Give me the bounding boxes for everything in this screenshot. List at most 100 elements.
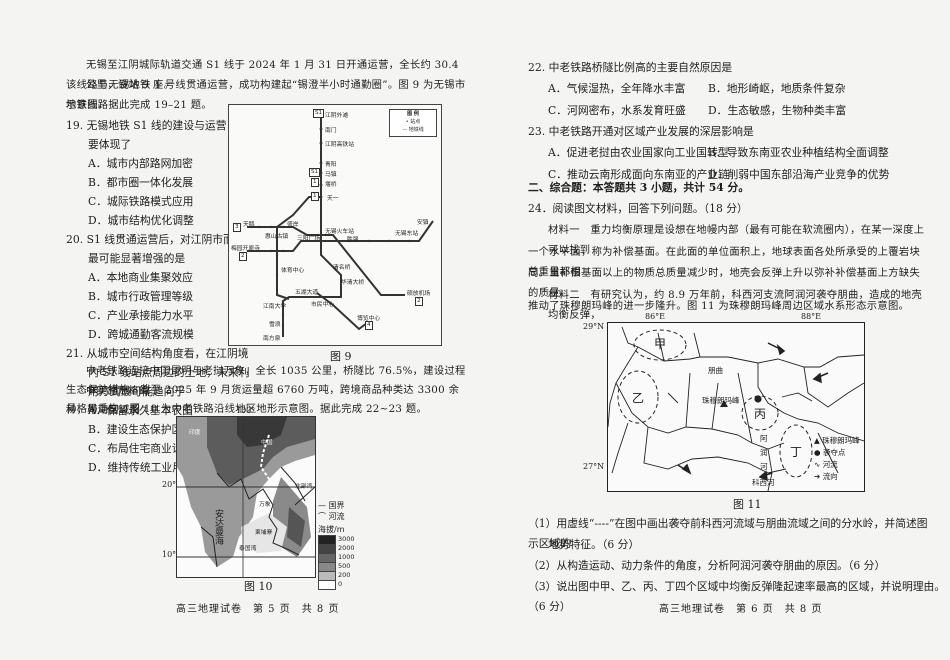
material-1-line-2: 一个水平面，称为补偿基面。在此面的单位面积上，地球表面各处所承受的上覆岩块总重量… xyxy=(528,246,921,278)
figure-10-caption: 图 10 xyxy=(244,580,273,593)
kosi-label: 科西河 xyxy=(752,478,775,487)
station-label: 博览中心 xyxy=(357,316,381,322)
legend-label: 国界 xyxy=(328,501,345,510)
station-label: 江阴外滩 xyxy=(325,113,349,119)
question-stem-cont: 内 S1 线站点周边的土地，未来利 xyxy=(88,366,250,379)
question-stem-cont: 要体现了 xyxy=(88,138,132,151)
s1-intro-line-3: 示意图，据此完成 19–21 题。 xyxy=(66,99,212,111)
legend-border: — 国界 xyxy=(318,500,378,511)
station-label: 堰桥 xyxy=(325,182,337,188)
line-badge: 1 xyxy=(311,178,319,187)
legend-label: 袭夺点 xyxy=(822,448,846,457)
station-label: 三阳广场 xyxy=(297,236,321,242)
section-2-title: 二、综合题：本答题共 3 小题，共计 54 分。 xyxy=(528,181,750,194)
line-badge: S1 xyxy=(309,168,321,177)
drainage-graphic xyxy=(608,326,864,491)
terrain-graphic xyxy=(177,417,315,577)
place-label: 中国 xyxy=(261,440,273,446)
station-label: 清名桥 xyxy=(333,265,351,271)
question-stem: 无锡地铁 S1 线的建设与运营，主 xyxy=(86,119,249,132)
option-d: D．生态敏感，生物种类丰富 xyxy=(708,104,847,117)
option-d: D．维持传统工业用地 xyxy=(88,461,194,474)
line-badge: 1 xyxy=(311,192,319,201)
station-label: 安镇 xyxy=(417,220,429,226)
question-stem: 从城市空间结构角度看，在江阴境 xyxy=(86,347,249,360)
subquestion-1: （1）用虚线“----”在图中画出袭夺前科西河流域与朋曲流域之间的分水岭，并简述… xyxy=(528,517,928,550)
option-a: A．促进老挝由农业国家向工业国转型 xyxy=(548,146,729,159)
station-label: 马镇 xyxy=(325,172,337,178)
station-label: 梅园开原寺 xyxy=(231,246,260,252)
option-d: D．削弱中国东部沿海产业竞争的优势 xyxy=(708,168,890,181)
exam-page-5: 无锡至江阴城际轨道交通 S1 线于 2024 年 1 月 31 日开通运营，全长… xyxy=(66,59,465,615)
question-21: 21. 从城市空间结构角度看，在江阴境 xyxy=(66,344,249,364)
option-b: B．都市圈一体化发展 xyxy=(88,176,194,189)
page-footer: 高三地理试卷 第 6 页 共 8 页 xyxy=(659,604,823,615)
laos-intro-line-3: 易格局重构。图 10 为中老铁路沿线地区地形示意图。据此完成 22~23 题。 xyxy=(66,403,428,415)
triangle-icon: ▲ xyxy=(814,436,820,445)
line-badge: 2 xyxy=(239,252,247,261)
figure-9-caption: 图 9 xyxy=(330,350,352,363)
legend-label: 流向 xyxy=(822,472,838,481)
region-ding: 丁 xyxy=(790,445,803,459)
station-label: 无锡火车站 xyxy=(325,229,354,235)
station-label: 惠山古镇 xyxy=(265,234,289,240)
page-footer: 高三地理试卷 第 5 页 共 8 页 xyxy=(176,604,340,615)
place-label: 万象 xyxy=(259,502,271,508)
station-label: 南方泉 xyxy=(263,336,281,342)
map-legend: 图 例 • 站点 — 地铁线 xyxy=(389,109,437,137)
option-c: C．河网密布，水系发育旺盛 xyxy=(548,104,686,117)
longitude-tick: 88°E xyxy=(801,312,822,321)
latitude-tick: 10° xyxy=(162,550,177,559)
line-badge: 3 xyxy=(233,223,241,232)
everest-label: 珠穆朗玛峰 xyxy=(702,396,740,405)
station-label: 无锡东站 xyxy=(395,231,419,237)
option-d: D．城市结构优化调整 xyxy=(88,214,194,227)
exam-page-6: 22. 中老铁路桥隧比例高的主要自然原因是 A．气候湿热，全年降水丰富 B．地形… xyxy=(475,0,950,660)
option-c: C．推动云南形成面向东南亚的产业链 xyxy=(548,168,730,181)
option-b: B．城市行政管理等级 xyxy=(88,290,194,303)
station-label: 青阳 xyxy=(325,162,337,168)
station-label: 胜强 xyxy=(347,237,359,243)
question-22: 22. 中老铁路桥隧比例高的主要自然原因是 xyxy=(528,58,732,78)
station-label: 体育中心 xyxy=(281,268,305,274)
question-20: 20. S1 线贯通运营后，对江阴市而言， xyxy=(66,230,255,250)
arun-label: 润 xyxy=(760,448,768,457)
s1-intro-line-1: 无锡至江阴城际轨道交通 S1 线于 2024 年 1 月 31 日开通运营，全长… xyxy=(86,59,459,91)
station-label: 雪浪 xyxy=(269,322,281,328)
line-badge: 2 xyxy=(415,297,423,306)
option-a: A．保留永久基本农田 xyxy=(88,404,193,417)
question-number: 19. xyxy=(66,119,84,132)
place-label: 北部湾 xyxy=(295,484,313,490)
legend-label: 河流 xyxy=(822,460,838,469)
question-stem-cont: 最可能显著增强的是 xyxy=(88,252,186,265)
dot-icon: ● xyxy=(814,448,821,457)
question-24-title: 24．阅读图文材料，回答下列问题。（18 分） xyxy=(528,202,748,215)
station-label: 市民中心 xyxy=(311,302,335,308)
border-line-icon: — xyxy=(318,501,326,510)
question-number: 22. xyxy=(528,61,546,74)
question-number: 20. xyxy=(66,233,84,246)
elevation-title: 海拔/m xyxy=(318,525,345,534)
station-label: 江南大学 xyxy=(263,304,287,310)
legend-label: 珠穆朗玛峰 xyxy=(822,436,860,445)
arun-label: 河 xyxy=(760,462,768,471)
arun-label: 阿 xyxy=(760,434,768,443)
laos-intro-line-2: 生态保护措施。截至 2025 年 9 月货运量超 6760 万吨，跨境商品种类达… xyxy=(66,384,460,416)
figure-11-legend: ▲ 珠穆朗玛峰 ● 袭夺点 ∿ 河流 ➔ 流向 xyxy=(814,435,860,483)
option-b: B．地形崎岖，地质条件复杂 xyxy=(708,82,846,95)
subquestion-1-cont: 地势特征。（6 分） xyxy=(548,538,640,551)
option-b: B．导致东南亚农业种植结构全面调整 xyxy=(708,146,889,159)
figure-10-terrain-map: 印度 中国 万象 安达曼海 泰国湾 北部湾 柬埔寨 xyxy=(176,416,316,578)
option-d: D．跨城通勤客流规模 xyxy=(88,328,194,341)
region-jia: 甲 xyxy=(654,337,667,351)
question-23: 23. 中老铁路开通对区域产业发展的深层影响是 xyxy=(528,122,754,142)
material-1-line-1: 材料一 重力均衡原理是设想在地幔内部（最有可能在软流圈内），在某一深度上可以找到 xyxy=(548,224,925,256)
figure-11-caption: 图 11 xyxy=(733,498,762,511)
arrow-icon: ➔ xyxy=(814,472,821,481)
subquestion-3: （3）说出图中甲、乙、丙、丁四个区域中均衡反弹隆起速率最高的区域，并说明理由。（… xyxy=(528,580,946,613)
place-label: 柬埔寨 xyxy=(255,530,273,536)
figure-11-drainage-map: 甲 乙 丙 丁 朋曲 珠穆朗玛峰 阿 润 河 科西河 ▲ 珠穆朗玛峰 ● 袭夺点… xyxy=(607,322,865,492)
latitude-tick: 27°N xyxy=(583,462,605,471)
line-badge: 4 xyxy=(365,321,373,330)
longitude-tick: 86°E xyxy=(645,312,666,321)
